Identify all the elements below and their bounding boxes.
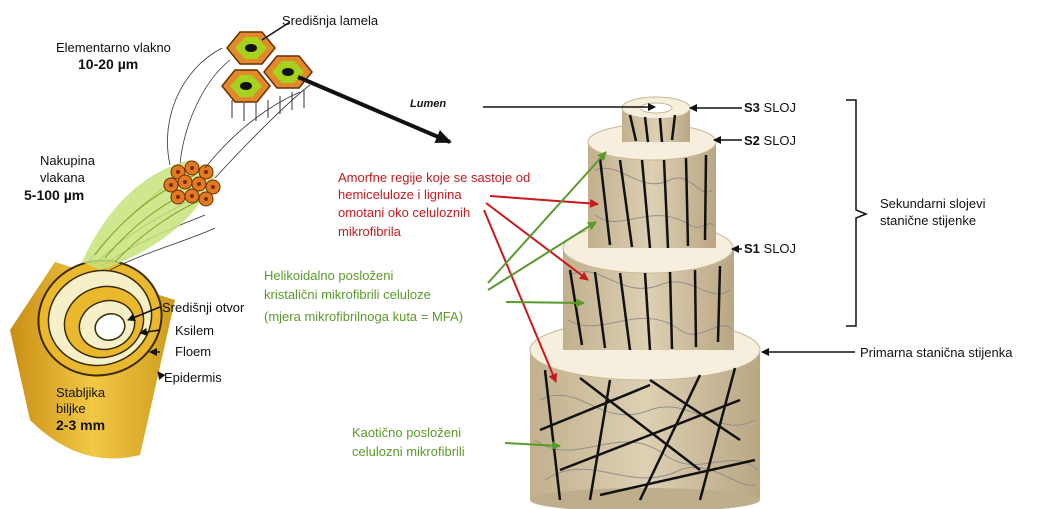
elementary-fiber-size: 10-20 µm [78, 56, 138, 72]
fiber-bundle-label-line1: Nakupina [40, 153, 95, 169]
amorphous-regions-line3: omotani oko celuloznih [338, 205, 470, 221]
central-opening-label: Središnji otvor [162, 300, 244, 316]
elementary-fiber-label: Elementarno vlakno [56, 40, 171, 56]
s3-layer-label: S3 SLOJ [744, 100, 796, 116]
stem-label-line1: Stabljika [56, 385, 105, 401]
secondary-layers-label-line2: stanične stijenke [880, 213, 976, 229]
amorphous-regions-line2: hemiceluloze i lignina [338, 187, 462, 203]
middle-lamella-label: Središnja lamela [282, 13, 378, 29]
amorphous-regions-line1: Amorfne regije koje se sastoje od [338, 170, 530, 186]
helical-fibrils-line2: kristalični mikrofibrili celuloze [264, 287, 431, 303]
fiber-bundle-size: 5-100 µm [24, 187, 84, 203]
s1-tag: S1 [744, 241, 760, 256]
phloem-label: Floem [175, 344, 211, 360]
chaotic-fibrils-line2: celulozni mikrofibrili [352, 444, 465, 460]
s1-layer-label: S1 SLOJ [744, 241, 796, 257]
s2-tag: S2 [744, 133, 760, 148]
secondary-layers-label-line1: Sekundarni slojevi [880, 196, 986, 212]
fiber-bundle [82, 160, 220, 270]
s3-tag: S3 [744, 100, 760, 115]
chaotic-fibrils-line1: Kaotično posloženi [352, 425, 461, 441]
xylem-label: Ksilem [175, 323, 214, 339]
stem-size: 2-3 mm [56, 417, 105, 433]
stem-label-line2: biljke [56, 401, 86, 417]
s2-sloj: SLOJ [764, 133, 797, 148]
fiber-bundle-label-line2: vlakana [40, 170, 85, 186]
s2-layer-label: S2 SLOJ [744, 133, 796, 149]
primary-wall-label: Primarna stanična stijenka [860, 345, 1012, 361]
lumen-label: Lumen [410, 96, 446, 112]
helical-fibrils-line1: Helikoidalno posloženi [264, 268, 393, 284]
helical-fibrils-line3: (mjera mikrofibrilnoga kuta = MFA) [264, 309, 463, 325]
s3-sloj: SLOJ [764, 100, 797, 115]
epidermis-label: Epidermis [164, 370, 222, 386]
s1-sloj: SLOJ [764, 241, 797, 256]
amorphous-regions-line4: mikrofibrila [338, 224, 401, 240]
secondary-layers-bracket [846, 100, 866, 326]
